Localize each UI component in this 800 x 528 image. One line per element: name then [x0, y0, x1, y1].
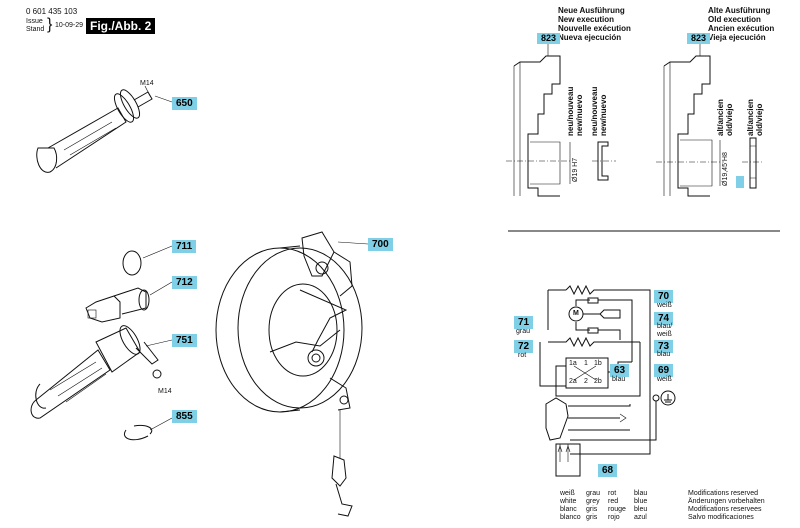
terminal-1a: 1a — [569, 360, 577, 367]
legend-column-blue: blau blue bleu azul — [634, 490, 647, 522]
callout-wire-63: 63 — [610, 364, 630, 377]
legend-entry: rot — [608, 490, 617, 497]
new-side-label-1: neu/nouveau — [566, 86, 575, 136]
callout-823-old: 823 — [687, 33, 711, 44]
legend-column-red: rot red rouge rojo — [608, 490, 626, 522]
new-side-label-2: new/nuevo — [575, 94, 584, 136]
new-execution-line: Nueva ejecución — [558, 33, 622, 42]
new-side-label: neu/nouveau new/nuevo — [566, 87, 584, 136]
legend-entry: blanco — [560, 514, 581, 521]
callout-711: 711 — [172, 240, 197, 253]
callout-650: 650 — [172, 97, 197, 110]
callout-wire-70: 70 — [654, 290, 674, 303]
legend-entry: gris — [586, 514, 598, 521]
callout-wire-74: 74 — [654, 312, 674, 325]
legend-entry: weiß — [560, 490, 575, 497]
callout-wire-73: 73 — [654, 340, 674, 353]
old-diameter-highlight — [736, 176, 744, 188]
wire-72-color: rot — [518, 352, 527, 359]
legend-entry: bleu — [634, 506, 648, 513]
legend-entry: red — [608, 498, 619, 505]
callout-wire-68: 68 — [598, 464, 618, 477]
legend-column-grey: grau grey gris gris — [586, 490, 600, 522]
figure-label: Fig./Abb. 2 — [86, 18, 156, 34]
old-side-label-ring: alt/ancien old/viejo — [746, 99, 764, 136]
wire-70-color: weiß — [657, 302, 672, 309]
motor-symbol: M — [573, 310, 579, 317]
new-side-label-ring: neu/nouveau new/nuevo — [590, 87, 608, 136]
callout-wire-71: 71 — [514, 316, 534, 329]
callout-700: 700 — [368, 238, 393, 251]
legend-entry: rouge — [608, 506, 626, 513]
clip-drawing — [124, 425, 153, 441]
legend-entry: rojo — [608, 514, 620, 521]
old-execution-section — [656, 42, 764, 197]
legend-column-white: weiß white blanc blanco — [560, 490, 581, 522]
terminal-2b: 2b — [594, 378, 602, 385]
old-side-label-2: old/viejo — [725, 103, 734, 136]
callout-712: 712 — [172, 276, 197, 289]
legend-entry: gris — [586, 506, 598, 513]
new-ring-label-1: neu/nouveau — [590, 86, 599, 136]
terminal-1: 1 — [584, 360, 588, 367]
callout-751: 751 — [172, 334, 197, 347]
oring-drawing — [122, 250, 142, 276]
side-handle-drawing — [30, 325, 173, 419]
handle-thread: M14 — [140, 80, 154, 87]
modifications-line: Änderungen vorbehalten — [688, 498, 765, 505]
terminal-1b: 1b — [594, 360, 602, 367]
old-execution-line: Old execution — [708, 15, 761, 24]
old-diameter: Ø19,45 H8 — [722, 152, 729, 186]
modifications-line: Modifications reserved — [688, 490, 759, 497]
issue-label: Issue — [26, 18, 43, 25]
part-number: 0 601 435 103 — [26, 7, 78, 16]
modifications-note: Modifications reserved Änderungen vorbeh… — [688, 490, 765, 522]
callout-wire-72: 72 — [514, 340, 534, 353]
new-execution-line: Neue Ausführung — [558, 6, 625, 15]
legend-entry: blau — [634, 490, 648, 497]
handle-drawing — [36, 85, 173, 173]
legend-entry: white — [560, 498, 577, 505]
wire-69-color: weiß — [657, 376, 672, 383]
old-ring-label-1: alt/ancien — [746, 99, 755, 136]
new-diameter: Ø19 H7 — [572, 157, 579, 182]
wire-71-color: grau — [516, 328, 531, 335]
side-handle-thread: M14 — [158, 388, 172, 395]
legend-entry: grau — [586, 490, 601, 497]
new-execution-line: New execution — [558, 15, 615, 24]
issue-date: 10-09-29 — [55, 22, 84, 29]
wire-63-color: blau — [612, 376, 626, 383]
terminal-2a: 2a — [569, 378, 577, 385]
stand-label: Stand — [26, 26, 45, 33]
adapter-drawing — [85, 281, 173, 323]
callout-wire-69: 69 — [654, 364, 674, 377]
legend-entry: azul — [634, 514, 647, 521]
modifications-line: Salvo modificaciones — [688, 514, 754, 521]
new-ring-label-2: new/nuevo — [599, 94, 608, 136]
legend-entry: blue — [634, 498, 648, 505]
legend-entry: grey — [586, 498, 600, 505]
new-execution-section — [506, 42, 616, 197]
wire-74-color: blau/ weiß — [657, 323, 673, 338]
wire-73-color: blau — [657, 351, 671, 358]
callout-823-new: 823 — [537, 33, 561, 44]
new-execution-line: Nouvelle exécution — [558, 24, 631, 33]
old-side-label: alt/ancien old/viejo — [716, 99, 734, 136]
old-execution-line: Vieja ejecución — [708, 33, 766, 42]
brace: } — [47, 16, 53, 33]
old-ring-label-2: old/viejo — [755, 103, 764, 136]
callout-855: 855 — [172, 410, 197, 423]
old-execution-line: Ancien exécution — [708, 24, 775, 33]
balancer-drawing — [215, 231, 369, 517]
old-execution-title: Alte Ausführung Old execution Ancien exé… — [708, 6, 774, 42]
old-side-label-1: alt/ancien — [716, 99, 725, 136]
legend-entry: blanc — [560, 506, 577, 513]
old-execution-line: Alte Ausführung — [708, 6, 771, 15]
terminal-2: 2 — [584, 378, 588, 385]
new-execution-title: Neue Ausführung New execution Nouvelle e… — [558, 6, 631, 42]
modifications-line: Modifications reservees — [688, 506, 762, 513]
